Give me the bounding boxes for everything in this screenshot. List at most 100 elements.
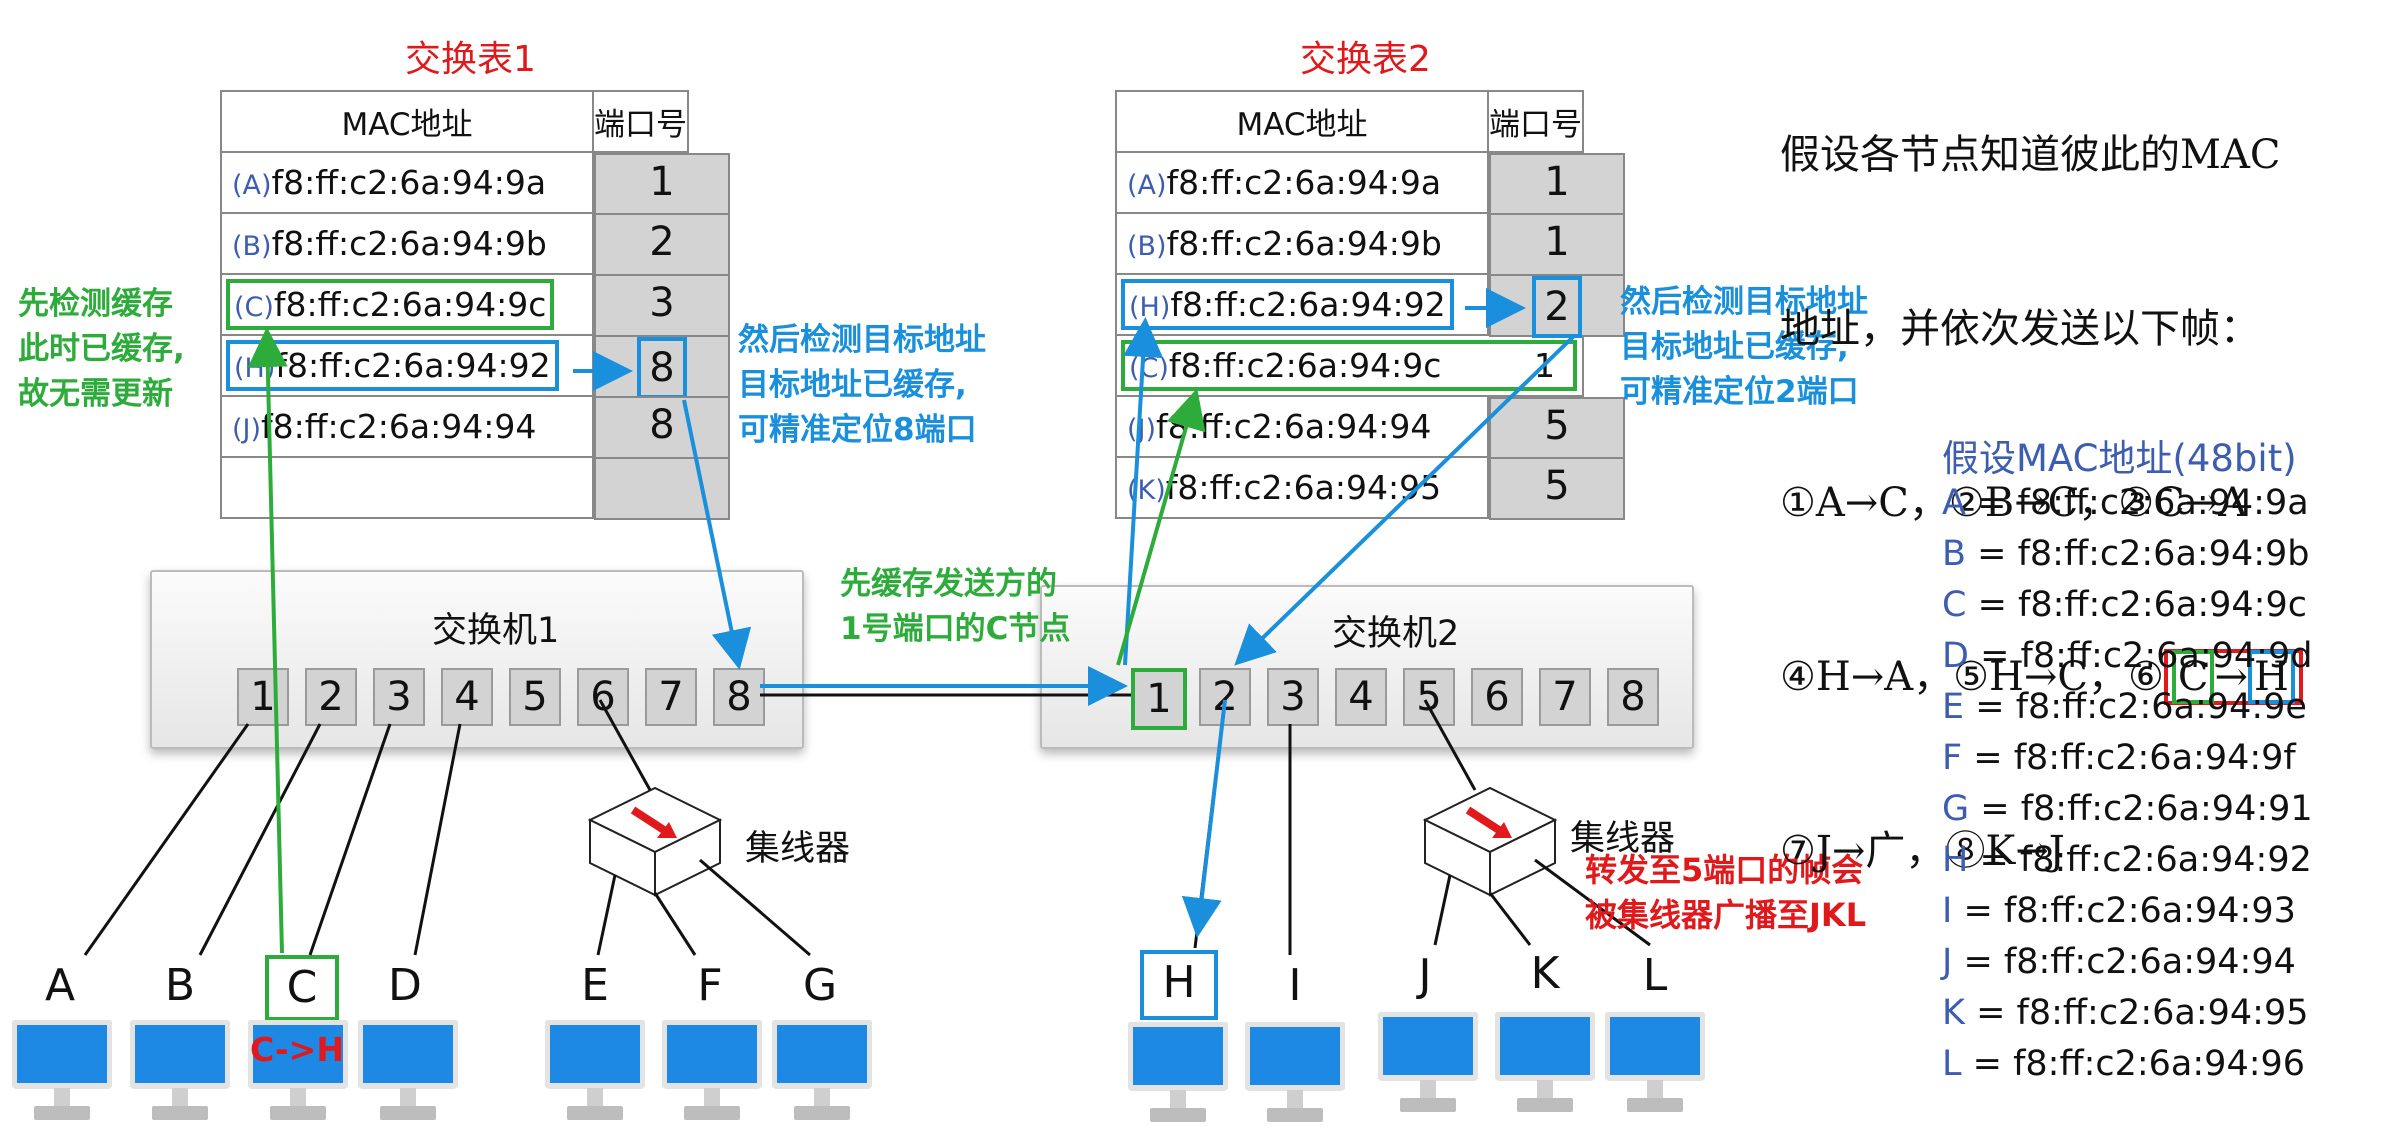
switch2-port-1[interactable]: 1: [1131, 668, 1187, 730]
mac-list-title: 假设MAC地址(48bit): [1942, 437, 2297, 480]
highlight-green-box: (C)f8:ff:c2:6a:94:9c: [226, 279, 555, 330]
list-item: B = f8:ff:c2:6a:94:9b: [1942, 529, 2313, 580]
note-line: 1号端口的C节点: [840, 611, 1071, 647]
port-header: 端口号: [1487, 90, 1584, 153]
list-key: J: [1942, 942, 1953, 982]
frame-label: C->H: [250, 1030, 344, 1069]
frame-source: C: [2171, 650, 2215, 704]
port-header: 端口号: [592, 90, 689, 153]
list-value: = f8:ff:c2:6a:94:9f: [1962, 738, 2296, 778]
switch2-port-4[interactable]: 4: [1335, 668, 1387, 726]
node-letter: (H): [1129, 292, 1171, 323]
mac-list: A = f8:ff:c2:6a:94:9a B = f8:ff:c2:6a:94…: [1942, 478, 2313, 1090]
node-k-label: K: [1530, 948, 1560, 999]
node-letter: (H): [234, 353, 276, 384]
list-key: E: [1942, 687, 1965, 727]
note-dest-2: 然后检测目标地址 目标地址已缓存, 可精准定位2端口: [1620, 280, 1868, 415]
switch1-port-8[interactable]: 8: [713, 668, 765, 726]
switch1-port-6[interactable]: 6: [577, 668, 629, 726]
port-cell: 2: [594, 213, 730, 276]
list-key: B: [1942, 534, 1967, 574]
node-g-label: G: [802, 960, 838, 1011]
highlight-blue-box: (H)f8:ff:c2:6a:94:92: [226, 340, 559, 391]
problem-description: 假设各节点知道彼此的MAC 地址，并依次发送以下帧： ①A→C，②B→C，③C→…: [1780, 10, 2303, 938]
node-e-label: E: [581, 960, 609, 1011]
switch2-port-3[interactable]: 3: [1267, 668, 1319, 726]
node-letter: (B): [1127, 231, 1167, 262]
switch1-port-2[interactable]: 2: [305, 668, 357, 726]
computer-icon: [12, 1020, 112, 1120]
node-letter: (C): [234, 292, 274, 323]
switch1-port-1[interactable]: 1: [237, 668, 289, 726]
list-value: = f8:ff:c2:6a:94:95: [1964, 993, 2309, 1033]
switch2-port-2[interactable]: 2: [1199, 668, 1251, 726]
note-check-cache: 先检测缓存 此时已缓存, 故无需更新: [18, 282, 185, 417]
port-cell: 8: [594, 396, 730, 459]
note-cache-sender: 先缓存发送方的 1号端口的C节点: [840, 562, 1070, 652]
node-letter: (A): [232, 170, 272, 201]
hub-1-label: 集线器: [745, 829, 851, 869]
switch2-port-5[interactable]: 5: [1403, 668, 1455, 726]
list-item: D = f8:ff:c2:6a:94:9d: [1942, 631, 2313, 682]
list-value: = f8:ff:c2:6a:94:9c: [1966, 585, 2307, 625]
list-value: = f8:ff:c2:6a:94:92: [1968, 840, 2312, 880]
list-key: C: [1942, 585, 1967, 625]
table-row: (B)f8:ff:c2:6a:94:9b 1: [1115, 212, 1625, 276]
list-value: = f8:ff:c2:6a:94:9a: [1965, 483, 2309, 523]
switch1-port-4[interactable]: 4: [441, 668, 493, 726]
node-letter: (J): [1127, 414, 1157, 445]
mac-cell: f8:ff:c2:6a:94:9c: [273, 285, 547, 324]
computer-icon: [545, 1020, 645, 1120]
switch1-port-3[interactable]: 3: [373, 668, 425, 726]
list-key: D: [1942, 636, 1969, 676]
list-key: F: [1942, 738, 1963, 778]
switch2-port-8[interactable]: 8: [1607, 668, 1659, 726]
port-cell: 2: [1489, 274, 1625, 338]
node-h-label: H: [1140, 950, 1218, 1020]
switch1-port-7[interactable]: 7: [645, 668, 697, 726]
list-value: = f8:ff:c2:6a:94:9e: [1964, 687, 2307, 727]
frame-arrow: →: [2214, 654, 2248, 700]
list-item: L = f8:ff:c2:6a:94:96: [1942, 1039, 2313, 1090]
port-cell: 3: [594, 274, 730, 337]
list-key: I: [1942, 891, 1953, 931]
port-cell: 5: [1489, 457, 1625, 520]
mac-cell: f8:ff:c2:6a:94:9b: [1166, 224, 1442, 263]
node-i-label: I: [1288, 960, 1302, 1011]
computer-icon: [130, 1020, 230, 1120]
mac-header: MAC地址: [1115, 90, 1489, 153]
switch-1-label: 交换机1: [432, 611, 560, 651]
description-line: 假设各节点知道彼此的MAC: [1780, 132, 2281, 178]
switch2-port-6[interactable]: 6: [1471, 668, 1523, 726]
list-value: = f8:ff:c2:6a:94:9d: [1968, 636, 2313, 676]
port-cell: 1: [1534, 346, 1555, 385]
note-line: 此时已缓存,: [18, 331, 185, 367]
table-row: (H)f8:ff:c2:6a:94:92 8: [220, 334, 730, 399]
description-line: ⑦J→广，⑧K→J: [1780, 828, 2065, 874]
node-letter: (K): [1127, 475, 1166, 506]
list-item: F = f8:ff:c2:6a:94:9f: [1942, 733, 2313, 784]
list-value: = f8:ff:c2:6a:94:94: [1952, 942, 2296, 982]
note-hub-broadcast: 转发至5端口的帧会 被集线器广播至JKL: [1585, 848, 1866, 938]
note-line: 先缓存发送方的: [840, 566, 1057, 602]
table-row: (B)f8:ff:c2:6a:94:9b 2: [220, 212, 730, 276]
computer-icon: [1378, 1012, 1478, 1112]
note-line: 可精准定位2端口: [1620, 374, 1859, 410]
list-item: H = f8:ff:c2:6a:94:92: [1942, 835, 2313, 886]
port-cell: 1: [594, 153, 730, 216]
table-row: (J)f8:ff:c2:6a:94:94 5: [1115, 395, 1625, 460]
switch2-port-7[interactable]: 7: [1539, 668, 1591, 726]
switch1-port-5[interactable]: 5: [509, 668, 561, 726]
table-row: (A)f8:ff:c2:6a:94:9a 1: [1115, 151, 1625, 216]
list-item: A = f8:ff:c2:6a:94:9a: [1942, 478, 2313, 529]
list-key: K: [1942, 993, 1965, 1033]
port-highlight-box: 8: [637, 337, 687, 399]
node-letter: (C): [1129, 353, 1169, 384]
list-item: E = f8:ff:c2:6a:94:9e: [1942, 682, 2313, 733]
hub-2-label: 集线器: [1570, 819, 1676, 859]
node-letter: (B): [232, 231, 272, 262]
port-cell: 5: [1489, 397, 1625, 460]
node-d-label: D: [388, 960, 422, 1011]
